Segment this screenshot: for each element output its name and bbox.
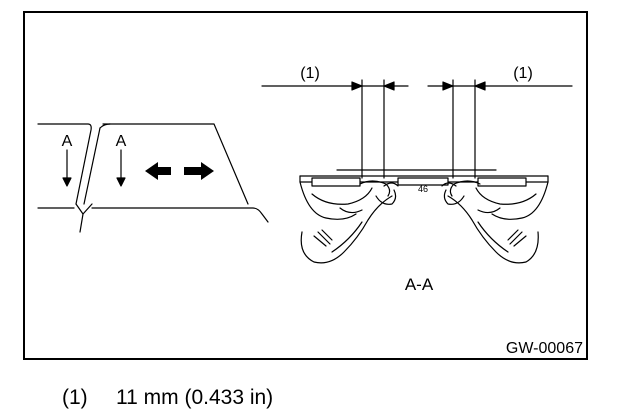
double-arrow-right-half [184, 162, 214, 180]
dimension-left [261, 79, 409, 179]
figure-id: GW-00067 [506, 340, 583, 357]
legend-number: (1) [62, 386, 88, 409]
dimension-label-right: (1) [513, 65, 533, 82]
svg-text:46: 46 [418, 184, 428, 194]
section-arrow-right [116, 149, 126, 187]
dimension-label-left: (1) [300, 65, 320, 82]
glass-section-view: 46 [299, 169, 549, 264]
dimension-right [427, 79, 573, 179]
section-label-left: A [62, 133, 73, 150]
section-label-right: A [116, 133, 127, 150]
glass-side-view [37, 123, 269, 233]
legend-item: (1) 11 mm (0.433 in) [62, 386, 273, 410]
legend-text: 11 mm (0.433 in) [116, 386, 274, 409]
figure-frame [23, 11, 588, 360]
section-view-label: A-A [405, 275, 434, 294]
section-arrow-left [62, 149, 72, 187]
double-arrow-left-half [145, 162, 171, 180]
